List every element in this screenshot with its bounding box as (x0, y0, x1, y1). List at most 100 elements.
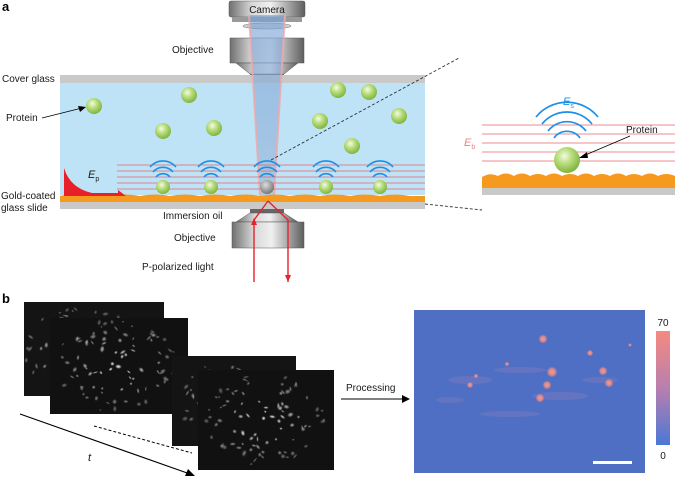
speckle (111, 398, 118, 405)
speckle (64, 307, 70, 313)
speckle (34, 362, 39, 370)
speckle (161, 336, 168, 343)
inset-es-label: Es (563, 96, 574, 110)
speckle (113, 350, 119, 355)
speckle (31, 369, 36, 376)
speckle (229, 364, 236, 371)
gold-label-line1: Gold-coated (1, 191, 55, 202)
speckle (314, 413, 321, 418)
scale-bar (593, 461, 632, 464)
speckle (224, 387, 231, 392)
speckle (276, 450, 283, 456)
speckle (144, 385, 147, 392)
ep-field-shape (64, 168, 126, 196)
speckle (84, 338, 89, 345)
speckle (245, 412, 251, 419)
speckle (209, 434, 214, 441)
speckle (300, 424, 304, 431)
speckle-frame-2 (50, 318, 188, 414)
speckle (181, 415, 189, 422)
zoom-line-top (270, 57, 460, 161)
speckle (241, 377, 247, 382)
speckle (268, 414, 277, 419)
speckle (101, 321, 109, 327)
speckle (71, 309, 75, 313)
speckle (189, 388, 193, 392)
protein-label: Protein (6, 113, 38, 124)
speckle (260, 449, 266, 455)
speckle (264, 440, 270, 446)
speckle (59, 355, 65, 360)
speckle (119, 349, 127, 355)
speckle (217, 386, 224, 395)
speckle (305, 394, 309, 401)
speckle (274, 437, 278, 442)
panel-b-letter: b (2, 291, 10, 306)
speckle (184, 389, 190, 397)
speckle (149, 337, 154, 343)
speckle (40, 316, 45, 322)
speckle (232, 389, 240, 393)
immersion-oil-label: Immersion oil (163, 211, 222, 222)
speckle (69, 374, 76, 379)
free-proteins (86, 82, 407, 154)
speckle (101, 311, 110, 317)
speckle (166, 347, 174, 354)
speckle (280, 388, 286, 396)
colorbar (656, 331, 670, 445)
speckle (121, 332, 130, 338)
speckle (90, 339, 95, 346)
speckle (319, 408, 325, 413)
top-objective-label: Objective (172, 45, 214, 56)
speckle (237, 414, 244, 419)
speckle (129, 381, 133, 386)
speckle (43, 341, 49, 349)
speckle (112, 404, 118, 413)
speckle (257, 400, 262, 404)
speckle (128, 375, 133, 380)
speckle (256, 435, 259, 443)
speckle (284, 455, 291, 459)
speckle (98, 408, 102, 412)
speckle (248, 447, 254, 453)
speckle (94, 395, 99, 402)
speckle (252, 432, 258, 437)
bottom-objective-icon (231, 209, 305, 249)
speckle (293, 380, 298, 389)
speckle (105, 401, 111, 405)
speckle (291, 438, 295, 441)
gold-label-line2: glass slide (1, 203, 48, 214)
speckle (99, 344, 106, 354)
speckle (24, 356, 29, 364)
speckle (126, 369, 132, 375)
speckle (248, 435, 255, 442)
speckle (296, 415, 301, 419)
speckle (60, 382, 69, 388)
speckle (280, 401, 285, 407)
speckle (280, 409, 285, 414)
speckle (76, 339, 84, 344)
speckle (61, 342, 65, 347)
speckle (241, 448, 248, 458)
speckle (164, 377, 170, 382)
speckle (276, 418, 282, 424)
speckle (220, 403, 228, 408)
speckle (279, 382, 285, 387)
speckle (117, 337, 123, 344)
speckle (241, 390, 246, 397)
speckle (261, 415, 267, 421)
speckle (100, 391, 104, 395)
speckle (279, 414, 286, 420)
speckle (72, 306, 79, 312)
speckle (61, 314, 69, 317)
speckle (292, 453, 298, 460)
speckle (113, 325, 119, 332)
speckle (288, 385, 293, 393)
speckle (203, 418, 210, 424)
p-polarized-light-label: P-polarized light (142, 262, 214, 273)
speckle (100, 386, 104, 391)
speckle (213, 395, 219, 400)
processing-label: Processing (346, 383, 395, 394)
panel-a-letter: a (2, 0, 10, 14)
